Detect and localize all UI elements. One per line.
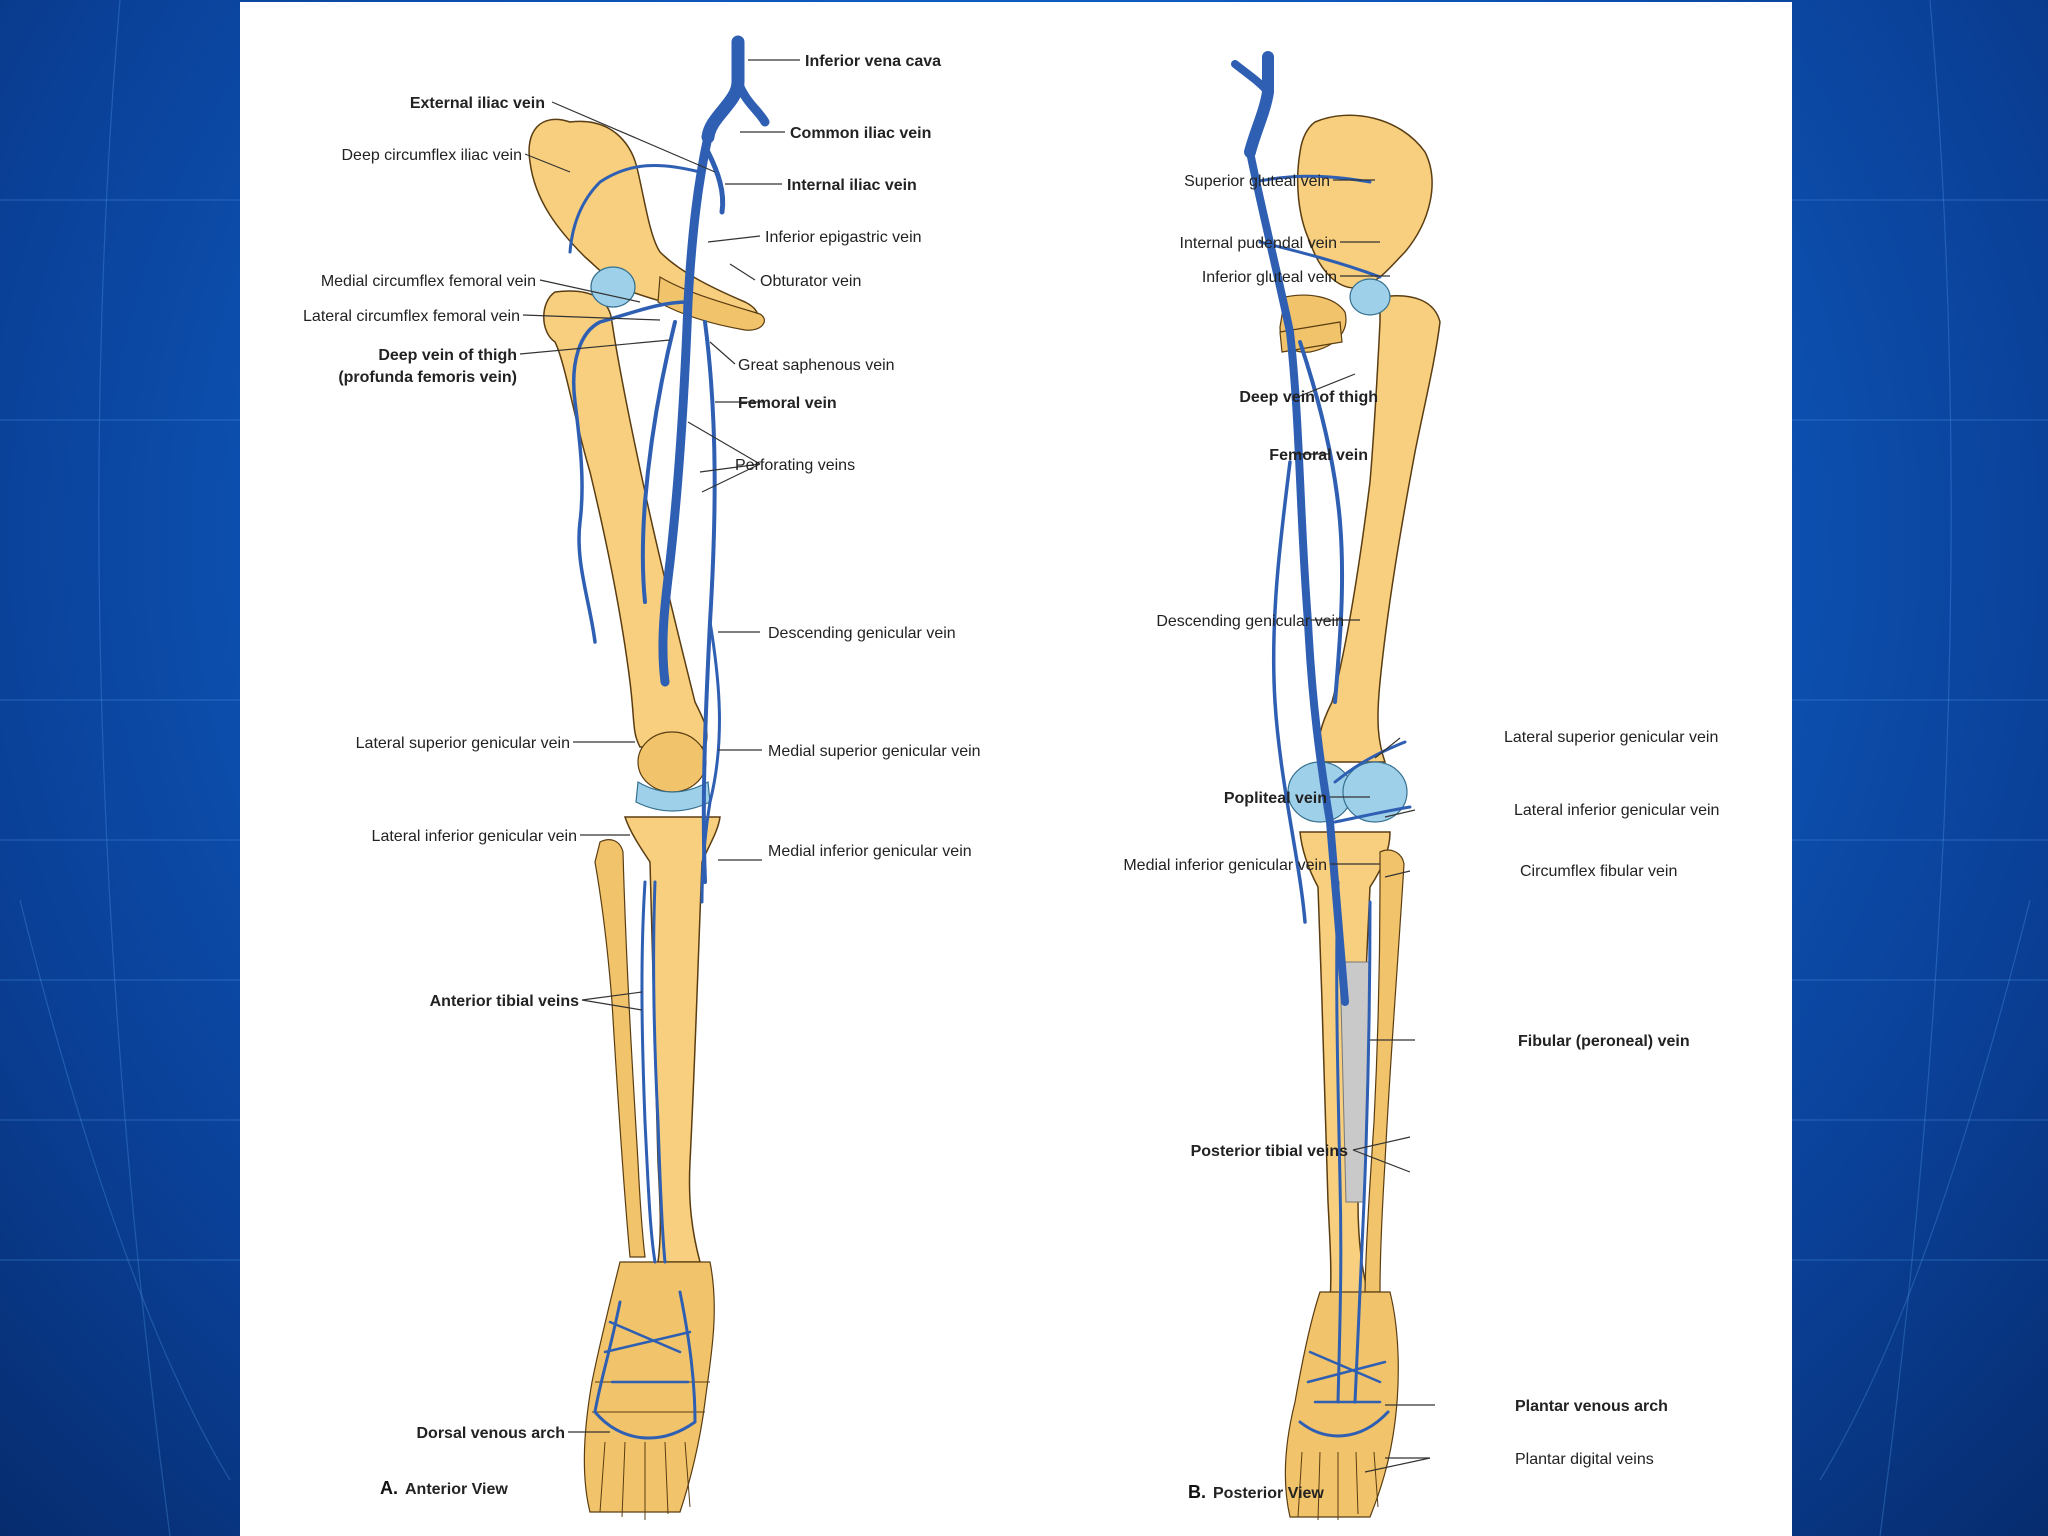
label-anterior-tibial-veins: Anterior tibial veins: [430, 993, 579, 1010]
label-deep-circumflex-iliac-vein: Deep circumflex iliac vein: [341, 147, 522, 164]
anterior-iliac-femoral-trunk: [663, 137, 708, 682]
label-inferior-epigastric-vein: Inferior epigastric vein: [765, 229, 922, 246]
label-obturator-vein: Obturator vein: [760, 273, 861, 290]
posterior-vena-cava-stub: [1250, 57, 1268, 152]
label-dorsal-venous-arch: Dorsal venous arch: [417, 1425, 566, 1442]
label-great-saphenous-vein: Great saphenous vein: [738, 357, 895, 374]
label-superior-gluteal-vein: Superior gluteal vein: [1184, 173, 1330, 190]
label-common-iliac-vein: Common iliac vein: [790, 125, 931, 142]
label-descending-genicular-vein-posterior: Descending genicular vein: [1156, 613, 1344, 630]
posterior-foot: [1285, 1292, 1398, 1517]
label-internal-iliac-vein: Internal iliac vein: [787, 177, 917, 194]
label-popliteal-vein: Popliteal vein: [1224, 790, 1327, 807]
label-circumflex-fibular-vein: Circumflex fibular vein: [1520, 863, 1677, 880]
label-profunda-femoris-vein: (profunda femoris vein): [338, 369, 517, 386]
caption-letter-a: A.: [380, 1478, 398, 1498]
diagram-panel: Inferior vena cava External iliac vein C…: [240, 2, 1792, 1536]
label-deep-vein-of-thigh: Deep vein of thigh: [378, 347, 517, 364]
label-lateral-circumflex-femoral-vein: Lateral circumflex femoral vein: [303, 308, 520, 325]
anterior-internal-iliac-vein: [708, 152, 723, 212]
label-medial-superior-genicular-vein: Medial superior genicular vein: [768, 743, 981, 760]
anterior-patella: [638, 732, 706, 792]
label-medial-circumflex-femoral-vein: Medial circumflex femoral vein: [321, 273, 536, 290]
label-medial-inferior-genicular-vein: Medial inferior genicular vein: [768, 843, 972, 860]
label-external-iliac-vein: External iliac vein: [410, 95, 545, 112]
anterior-fibula: [595, 840, 645, 1257]
anterior-common-iliac-branch: [738, 82, 765, 122]
label-perforating-veins: Perforating veins: [735, 457, 855, 474]
label-lateral-inferior-genicular-vein: Lateral inferior genicular vein: [372, 828, 577, 845]
label-femoral-vein-posterior: Femoral vein: [1269, 447, 1368, 464]
label-lateral-inferior-genicular-vein-posterior: Lateral inferior genicular vein: [1514, 802, 1719, 819]
label-fibular-peroneal-vein: Fibular (peroneal) vein: [1518, 1033, 1690, 1050]
caption-posterior-view: Posterior View: [1213, 1485, 1324, 1502]
label-plantar-venous-arch: Plantar venous arch: [1515, 1398, 1668, 1415]
anterior-femoral-head: [591, 267, 635, 307]
label-lateral-superior-genicular-vein: Lateral superior genicular vein: [356, 735, 570, 752]
label-inferior-gluteal-vein: Inferior gluteal vein: [1202, 269, 1337, 286]
label-internal-pudendal-vein: Internal pudendal vein: [1180, 235, 1337, 252]
label-femoral-vein: Femoral vein: [738, 395, 837, 412]
label-lateral-superior-genicular-vein-posterior: Lateral superior genicular vein: [1504, 729, 1718, 746]
label-posterior-tibial-veins: Posterior tibial veins: [1191, 1143, 1348, 1160]
anterior-inferior-vena-cava: [708, 42, 738, 137]
label-inferior-vena-cava: Inferior vena cava: [805, 53, 941, 70]
caption-letter-b: B.: [1188, 1482, 1206, 1502]
posterior-hip-bone: [1298, 115, 1432, 288]
anterior-view-figure: Inferior vena cava External iliac vein C…: [303, 42, 981, 1520]
leg-veins-diagram: Inferior vena cava External iliac vein C…: [240, 2, 1792, 1536]
label-plantar-digital-veins: Plantar digital veins: [1515, 1451, 1654, 1468]
posterior-femoral-head: [1350, 279, 1390, 315]
caption-anterior-view: Anterior View: [405, 1481, 508, 1498]
label-descending-genicular-vein: Descending genicular vein: [768, 625, 956, 642]
label-deep-vein-of-thigh-posterior: Deep vein of thigh: [1239, 389, 1378, 406]
label-medial-inferior-genicular-vein-posterior: Medial inferior genicular vein: [1123, 857, 1327, 874]
posterior-view-figure: Superior gluteal vein Internal pudendal …: [1123, 57, 1719, 1520]
